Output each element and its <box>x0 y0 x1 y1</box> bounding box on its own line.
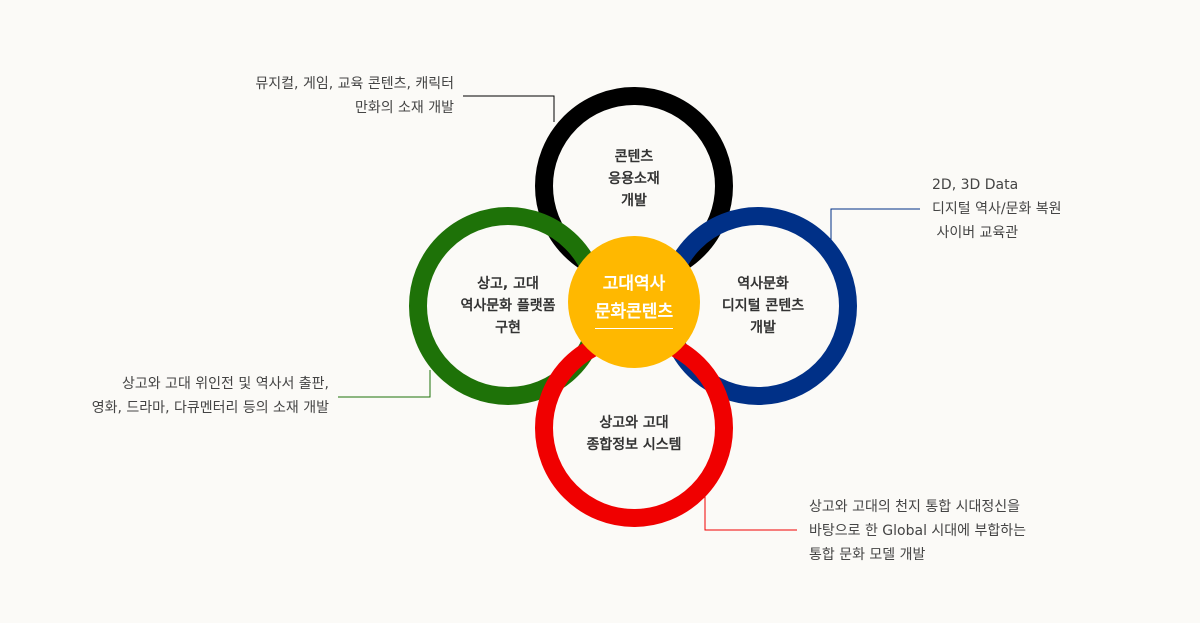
note-line: 바탕으로 한 Global 시대에 부합하는 <box>809 523 1027 539</box>
connector-top-left <box>463 95 555 122</box>
ring-top-label: 콘텐츠 응용소재 개발 <box>574 146 694 212</box>
ring-right-label: 역사문화 디지털 콘텐츠 개발 <box>698 273 828 339</box>
note-line: 뮤지컬, 게임, 교육 콘텐츠, 캐릭터 <box>255 76 454 92</box>
connector-bottom-left <box>338 370 431 398</box>
ring-left-line: 상고, 고대 <box>477 276 539 292</box>
ring-bottom-label: 상고와 고대 종합정보 시스템 <box>569 412 699 456</box>
note-line: 2D, 3D Data <box>932 177 1019 193</box>
note-line: 디지털 역사/문화 복원 <box>932 201 1062 217</box>
note-bottom-left: 상고와 고대 위인전 및 역사서 출판, 영화, 드라마, 다큐멘터리 등의 소… <box>92 372 329 420</box>
ring-top-line: 개발 <box>621 193 647 209</box>
ring-bottom-line: 상고와 고대 <box>599 415 669 431</box>
note-line: 상고와 고대 위인전 및 역사서 출판, <box>121 376 329 392</box>
connector-bottom-right <box>704 490 797 531</box>
note-line: 영화, 드라마, 다큐멘터리 등의 소재 개발 <box>91 400 329 416</box>
note-bottom-right: 상고와 고대의 천지 통합 시대정신을 바탕으로 한 Global 시대에 부합… <box>809 495 1026 567</box>
note-top-right: 2D, 3D Data 디지털 역사/문화 복원 사이버 교육관 <box>932 173 1062 245</box>
center-label: 고대역사 문화콘텐츠 <box>573 270 695 329</box>
center-label-line2: 문화콘텐츠 <box>594 298 674 329</box>
ring-top-line: 응용소재 <box>608 171 660 187</box>
note-line: 만화의 소재 개발 <box>354 100 454 116</box>
ring-left-line: 역사문화 플랫폼 <box>460 298 556 314</box>
ring-left-label: 상고, 고대 역사문화 플랫폼 구현 <box>440 273 576 339</box>
ring-right-line: 역사문화 <box>737 276 789 292</box>
ring-right-line: 개발 <box>750 320 776 336</box>
ring-left-line: 구현 <box>495 320 521 336</box>
center-disc <box>568 236 700 368</box>
connector-top-right <box>830 208 920 240</box>
ring-top-line: 콘텐츠 <box>614 149 654 165</box>
ring-right-line: 디지털 콘텐츠 <box>721 298 805 314</box>
note-line: 사이버 교육관 <box>932 225 1019 241</box>
center-label-line1: 고대역사 <box>602 274 666 294</box>
note-line: 통합 문화 모델 개발 <box>809 547 926 563</box>
note-line: 상고와 고대의 천지 통합 시대정신을 <box>809 499 1020 515</box>
ring-bottom-line: 종합정보 시스템 <box>586 437 682 453</box>
note-top-left: 뮤지컬, 게임, 교육 콘텐츠, 캐릭터 만화의 소재 개발 <box>255 72 454 120</box>
